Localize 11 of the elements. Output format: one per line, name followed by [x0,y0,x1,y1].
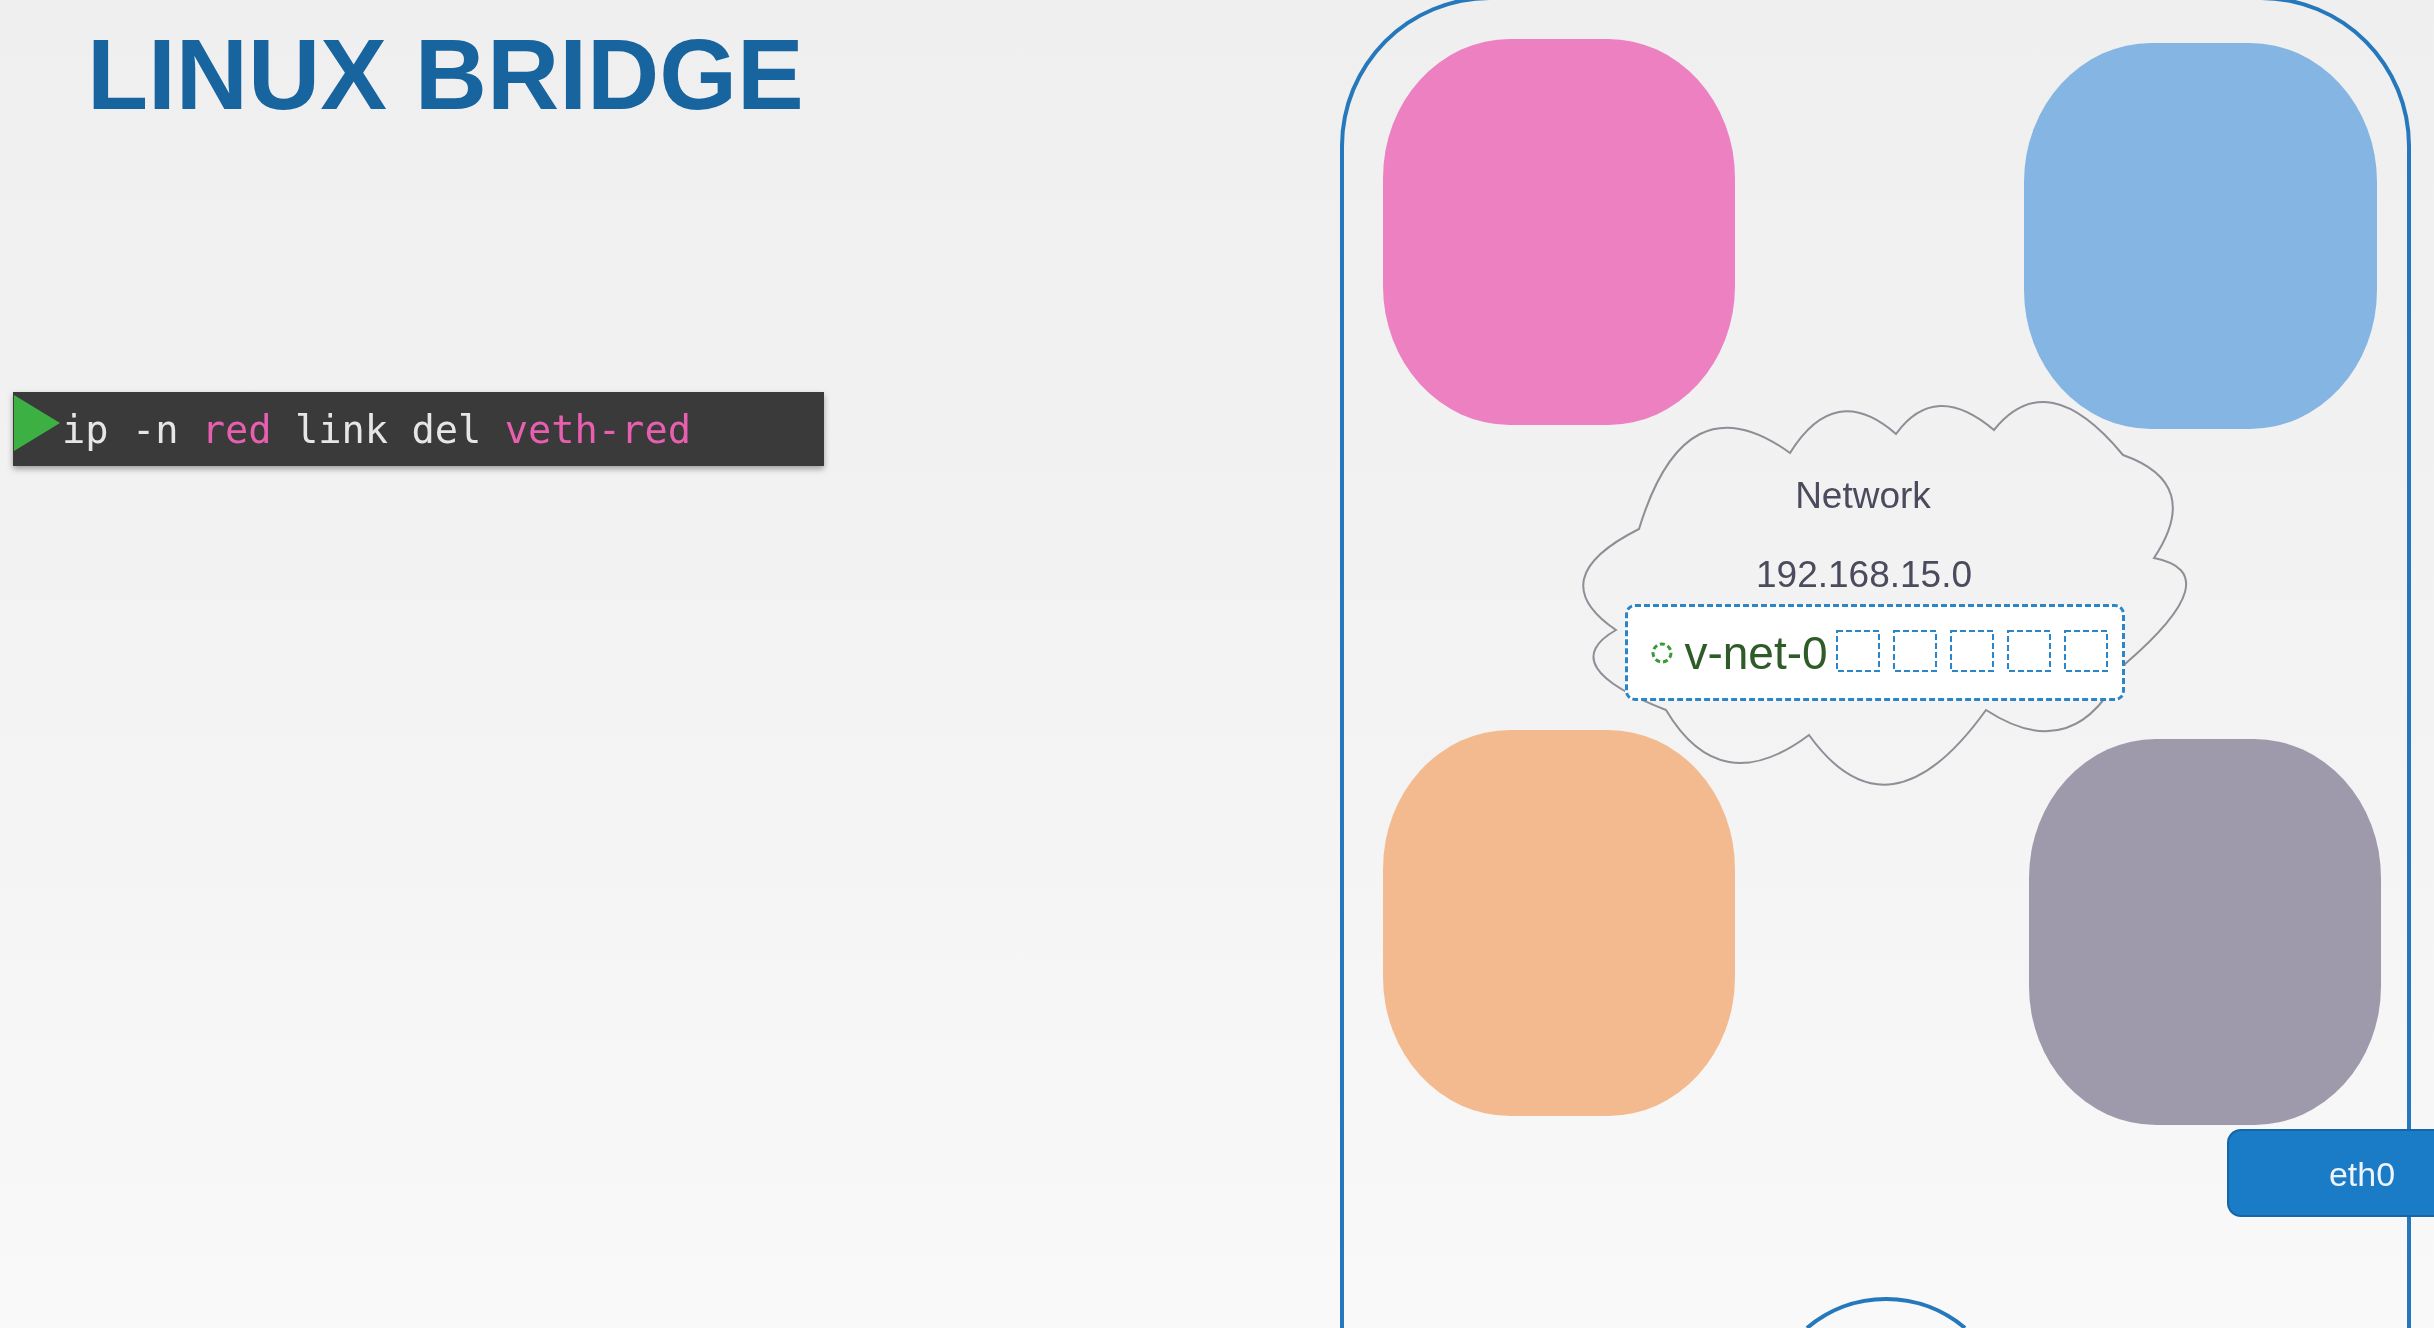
terminal-bar [13,392,824,466]
page-title: LINUX BRIDGE [87,24,804,124]
command-text: ip -n red link del veth-red [62,407,691,452]
bridge-panel [1625,604,2125,701]
interface-tag [2227,1129,2434,1217]
host-outline [1340,0,2411,1328]
interface-name: eth0 [2328,1154,2396,1194]
bridge-name: v-net-0 [1684,626,1828,680]
network-cloud [1581,400,2189,788]
network-address: 192.168.15.0 [1756,554,1972,596]
network-label: Network [1795,475,1931,517]
